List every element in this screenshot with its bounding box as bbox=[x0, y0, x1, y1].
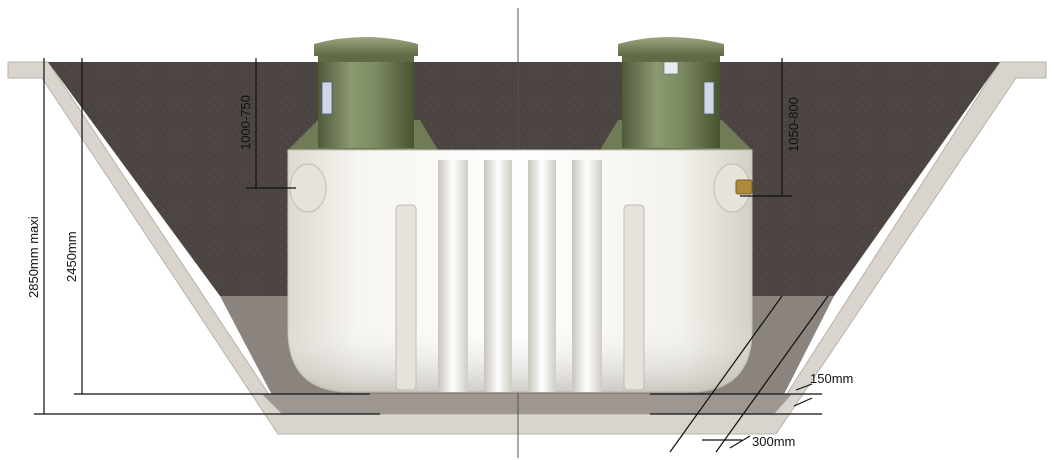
tank-rib bbox=[484, 160, 512, 392]
tank-rib bbox=[438, 160, 468, 392]
bed-thickness-label: 150mm bbox=[810, 371, 853, 386]
clearance-line bbox=[669, 295, 783, 453]
tank-slot-left bbox=[395, 204, 417, 391]
tank-slot-right bbox=[623, 204, 645, 391]
riser-band bbox=[318, 56, 414, 62]
riser-band bbox=[622, 56, 720, 62]
side-clearance-label: 300mm bbox=[752, 434, 795, 449]
brass-pipe-fitting-icon bbox=[735, 179, 753, 195]
product-label-icon bbox=[321, 81, 333, 115]
ce-label-icon bbox=[663, 61, 679, 75]
tank-depth-label: 2450mm bbox=[64, 231, 79, 282]
total-depth-label: 2850mm maxi bbox=[26, 216, 41, 298]
bed-layer bbox=[262, 394, 792, 414]
tank-rib bbox=[572, 160, 602, 392]
riser-left bbox=[314, 37, 418, 148]
riser-body bbox=[318, 56, 414, 148]
septic-tank bbox=[287, 120, 753, 393]
riser-cap bbox=[618, 37, 724, 56]
inlet-depth-label: 1000-750 bbox=[238, 95, 253, 150]
tank-rib bbox=[528, 160, 556, 392]
clearance-line bbox=[715, 295, 829, 453]
riser-right bbox=[618, 37, 724, 148]
dimension-lines bbox=[34, 58, 829, 453]
riser-cap bbox=[314, 37, 418, 56]
tank-ribs bbox=[438, 160, 602, 392]
outlet-depth-label: 1050-800 bbox=[786, 97, 801, 152]
product-label-icon bbox=[703, 81, 715, 115]
